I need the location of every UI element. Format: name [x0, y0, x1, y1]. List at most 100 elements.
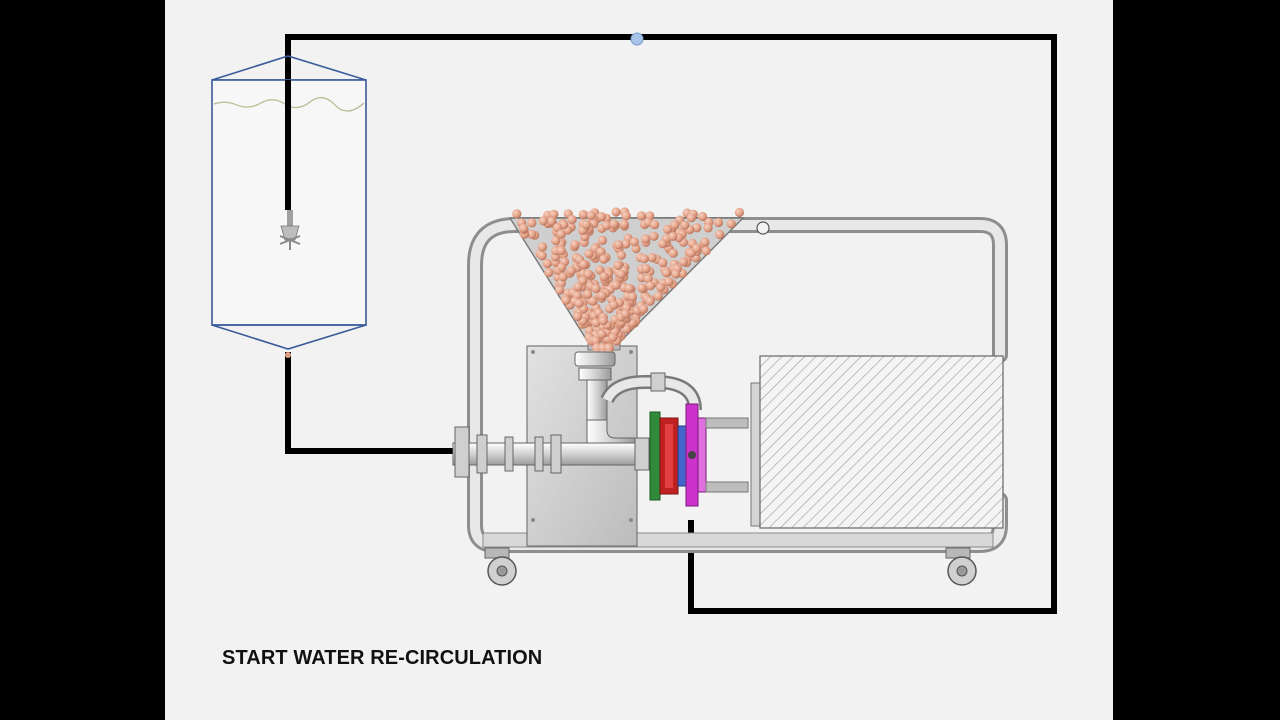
powder-particle	[614, 240, 624, 250]
powder-particle	[639, 304, 649, 314]
tank-outlet-pipe	[285, 352, 465, 454]
powder-particle	[692, 223, 702, 233]
powder-particle	[591, 318, 601, 328]
powder-particle	[650, 220, 660, 230]
powder-particle	[661, 268, 671, 278]
powder-particle	[597, 291, 607, 301]
powder-particle	[542, 258, 552, 269]
powder-particle	[663, 224, 673, 234]
powder-particle	[544, 267, 554, 278]
powder-particle	[597, 329, 607, 339]
recirculation-return-pipe	[285, 34, 1057, 614]
process-diagram	[211, 32, 1057, 614]
powder-hopper	[508, 207, 745, 359]
water-tank	[211, 55, 367, 358]
powder-particle	[583, 289, 593, 299]
powder-particle	[647, 253, 657, 263]
powder-particle	[619, 219, 629, 229]
powder-particle	[713, 217, 724, 228]
powder-particle	[551, 236, 561, 246]
powder-particle	[641, 264, 651, 274]
powder-particle	[601, 220, 612, 231]
powder-particle	[664, 277, 674, 287]
powder-particle	[567, 214, 577, 225]
powder-particle	[527, 218, 537, 228]
powder-particle	[537, 242, 548, 252]
diagram-slide: START WATER RE-CIRCULATION	[165, 0, 1113, 720]
powder-particle	[595, 265, 605, 275]
powder-particle	[701, 246, 711, 256]
powder-particle	[546, 216, 557, 226]
step-caption: START WATER RE-CIRCULATION	[222, 647, 543, 669]
powder-particle	[557, 262, 567, 272]
powder-particle	[671, 269, 681, 279]
powder-particle	[637, 283, 647, 293]
powder-particle	[609, 219, 619, 229]
powder-particle	[611, 207, 621, 217]
powder-particle	[668, 231, 678, 241]
powder-particle	[581, 220, 591, 230]
powder-particle	[538, 216, 548, 226]
caster-right	[945, 547, 977, 586]
powder-particle	[512, 209, 522, 219]
powder-particle	[573, 311, 583, 322]
powder-particle	[700, 237, 710, 247]
powder-particle	[621, 239, 631, 249]
powder-particle	[599, 254, 609, 264]
powder-particle	[668, 248, 678, 258]
powder-particle	[570, 240, 580, 250]
powder-particle	[611, 280, 621, 290]
powder-particle	[658, 258, 668, 268]
motor-housing	[750, 355, 1004, 529]
powder-particle	[574, 298, 584, 308]
powder-particle	[597, 235, 607, 245]
powder-particle	[598, 316, 608, 326]
powder-particle	[629, 237, 639, 247]
powder-particle	[621, 211, 631, 221]
powder-particle	[639, 254, 649, 264]
powder-particle	[584, 249, 594, 259]
powder-particles	[512, 207, 745, 359]
powder-particle	[616, 269, 626, 279]
powder-particle	[627, 292, 638, 302]
powder-particle	[588, 296, 598, 306]
powder-particle	[649, 231, 659, 241]
caster-left	[484, 547, 517, 586]
powder-particle	[645, 296, 655, 306]
powder-particle	[583, 269, 593, 279]
powder-particle	[678, 257, 689, 267]
powder-particle	[579, 259, 589, 270]
powder-particle	[658, 239, 668, 249]
pump-head	[649, 403, 749, 507]
water-inlet-manifold	[452, 426, 650, 478]
powder-particle	[620, 309, 631, 319]
powder-particle	[556, 245, 566, 256]
agitator-nozzle	[279, 210, 301, 250]
powder-particle	[645, 281, 656, 291]
powder-particle	[549, 209, 559, 219]
powder-particle	[697, 211, 708, 222]
powder-particle	[656, 282, 666, 292]
powder-particle	[573, 282, 583, 292]
powder-particle	[556, 229, 566, 239]
powder-particle	[686, 213, 697, 223]
powder-particle	[599, 271, 609, 282]
powder-particle	[641, 234, 651, 244]
powder-particle	[715, 229, 725, 240]
powder-particle	[578, 209, 588, 220]
powder-particle	[566, 266, 576, 276]
powder-particle	[578, 276, 588, 286]
powder-particle	[608, 332, 618, 342]
powder-particle	[613, 260, 623, 270]
flow-indicator-dot	[630, 32, 644, 46]
powder-particle	[636, 211, 646, 221]
powder-particle	[616, 250, 626, 260]
powder-particle	[519, 223, 529, 233]
powder-particle	[624, 283, 634, 293]
powder-particle	[726, 219, 736, 229]
powder-particle	[653, 291, 663, 301]
powder-particle	[692, 243, 702, 253]
skid-frame	[467, 217, 1008, 553]
powder-particle	[643, 274, 653, 284]
